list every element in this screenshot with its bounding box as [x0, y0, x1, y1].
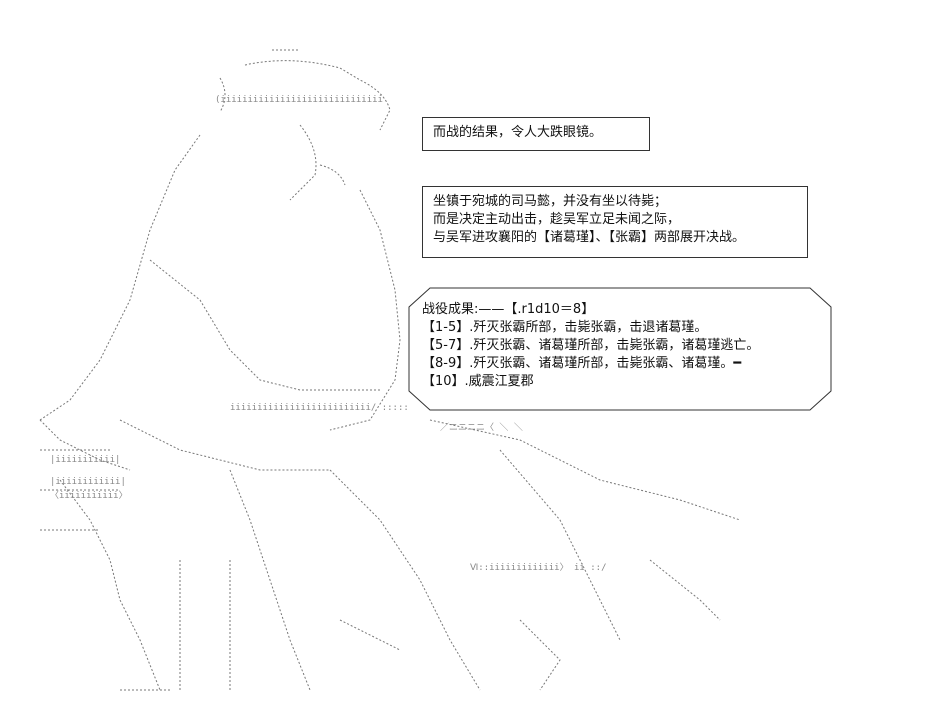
art-texture-7: Ⅵ::iiiiiiiiiiiii〉 ii ::/	[470, 562, 607, 573]
narration-box-2: 坐镇于宛城的司马懿，并没有坐以待毙； 而是决定主动出击，趁吴军立足未闻之际， 与…	[422, 186, 808, 258]
art-texture-1: (iiiiiiiiiiiiiiiiiiiiiiiiiiiiii	[215, 95, 383, 105]
result-box-frame	[408, 287, 832, 411]
narration-line: 而战的结果，令人大跌眼镜。	[433, 125, 603, 140]
result-box: 战役成果:——【.r1d10＝8】 【1-5】.歼灭张霸所部，击毙张霸，击退诸葛…	[408, 287, 832, 411]
outcome-line: 【5-7】.歼灭张霸、诸葛瑾所部，击毙张霸，诸葛瑾逃亡。	[422, 338, 760, 353]
art-texture-3: |iiiiiiiiiiii|	[50, 477, 126, 487]
art-texture-4: 〈iiiiiiiiiii〉	[50, 490, 128, 501]
outcome-line: 【1-5】.歼灭张霸所部，击毙张霸，击退诸葛瑾。	[422, 320, 708, 335]
narration-line: 而是决定主动出击，趁吴军立足未闻之际，	[433, 212, 681, 227]
outcome-line: 【10】.威震江夏郡	[422, 374, 534, 389]
art-left-hand	[40, 449, 120, 531]
narration-line: 坐镇于宛城的司马懿，并没有坐以待毙；	[433, 194, 668, 209]
art-texture-5: iiiiiiiiiiiiiiiiiiiiiiiiii/ :::::	[230, 403, 409, 413]
outcome-line: 【8-9】.歼灭张霸、诸葛瑾所部，击毙张霸、诸葛瑾。━	[422, 356, 742, 371]
art-lower-robe	[229, 469, 481, 691]
art-hair-top	[244, 49, 391, 131]
narration-box-1: 而战的结果，令人大跌眼镜。	[422, 117, 650, 151]
art-right-cloth	[429, 419, 741, 641]
art-texture-6: ／ニニニニ〈 ＼ ＼	[440, 422, 523, 433]
narration-line: 与吴军进攻襄阳的【诸葛瑾】、【张霸】两部展开决战。	[433, 230, 746, 245]
art-body-right	[329, 189, 401, 431]
result-title: 战役成果:——【.r1d10＝8】	[422, 302, 595, 317]
art-stripes	[120, 560, 561, 691]
art-robe	[119, 259, 380, 471]
art-head	[39, 77, 226, 421]
art-face	[289, 124, 346, 201]
art-texture-2: |iiiiiiiiiii|	[50, 455, 120, 465]
art-sleeve	[39, 419, 161, 691]
